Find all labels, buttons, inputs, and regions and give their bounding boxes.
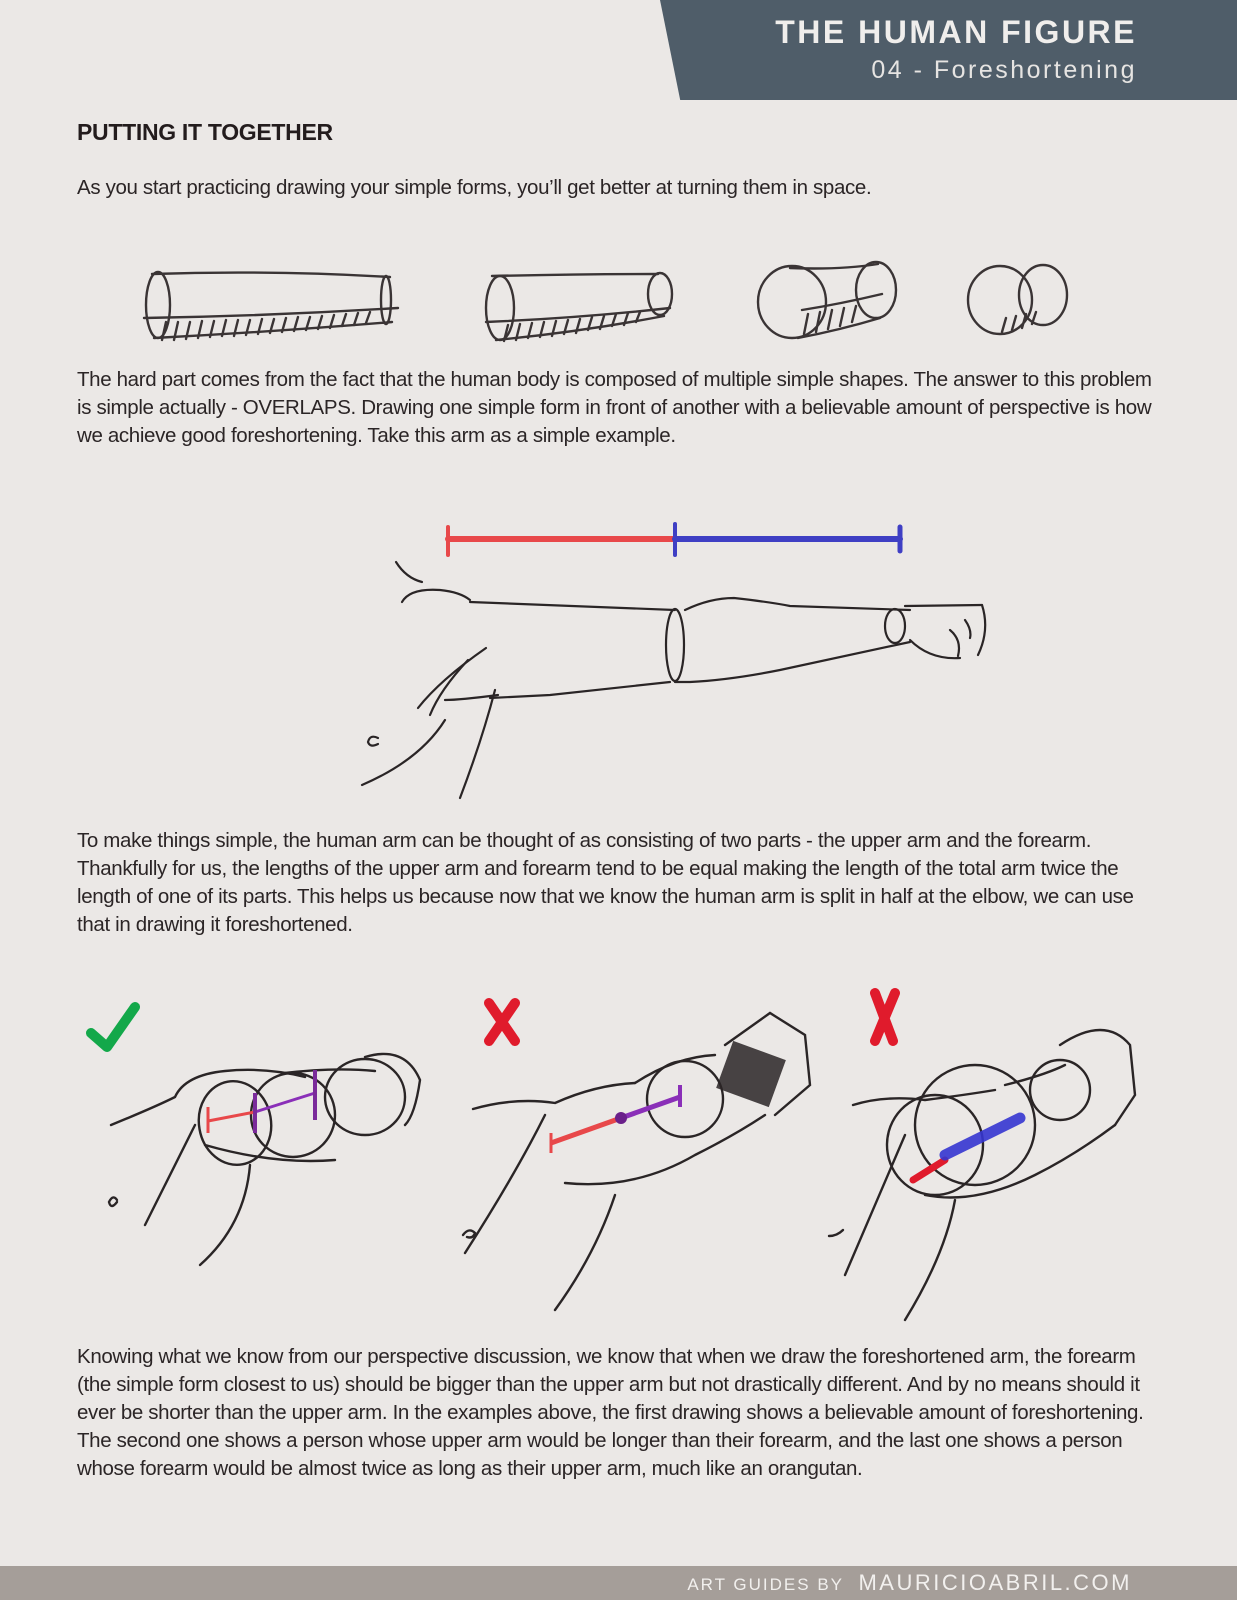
conclusion-paragraph: Knowing what we know from our perspectiv…: [77, 1345, 1144, 1480]
intro-paragraph: As you start practicing drawing your sim…: [77, 176, 872, 199]
check-icon: [86, 1002, 140, 1052]
cylinder-4: [966, 263, 1069, 336]
two-parts-paragraph: To make things simple, the human arm can…: [77, 829, 1134, 936]
example-incorrect-2: [827, 988, 1137, 1322]
footer-band: ART GUIDES BY MAURICIOABRIL.COM: [0, 1566, 1237, 1600]
chapter-subtitle: 04 - Foreshortening: [871, 56, 1137, 84]
header-band: [660, 0, 1237, 100]
x-icon: [484, 998, 520, 1046]
cylinder-3: [756, 260, 898, 340]
section-title: PUTTING IT TOGETHER: [77, 119, 333, 145]
overlaps-paragraph: The hard part comes from the fact that t…: [77, 368, 1152, 447]
footer-site-link[interactable]: MAURICIOABRIL.COM: [858, 1570, 1132, 1595]
foreshortening-examples: [86, 988, 1137, 1322]
example-incorrect-1: [461, 998, 812, 1312]
document-title: THE HUMAN FIGURE: [775, 14, 1137, 50]
x-icon: [870, 988, 900, 1046]
footer-prefix: ART GUIDES BY: [687, 1575, 845, 1594]
cylinders-illustration: [142, 260, 1069, 343]
cylinder-2: [484, 271, 674, 343]
example-correct: [86, 1002, 422, 1267]
cylinder-1: [142, 270, 400, 342]
arm-side-illustration: [360, 522, 987, 800]
